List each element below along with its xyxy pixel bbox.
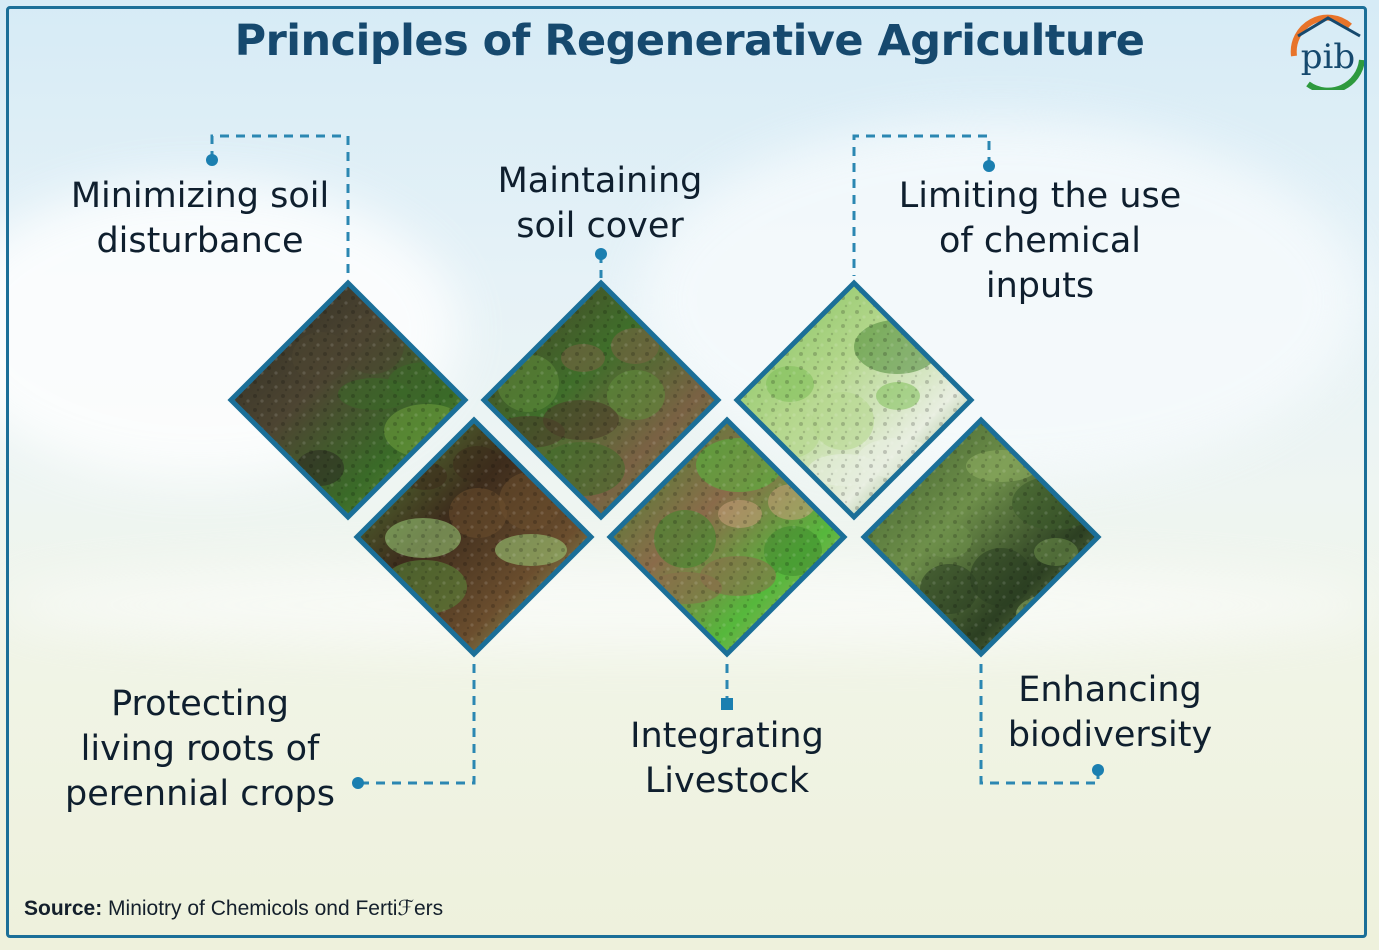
logo-arc-green [1306, 59, 1365, 90]
connector-enhancing-biodiversity [979, 664, 1100, 785]
tile-border [480, 279, 722, 521]
tile-border [353, 416, 595, 658]
connector-dot [352, 777, 364, 789]
connector-limiting-chemical-inputs [852, 134, 991, 276]
connector-dot [595, 248, 607, 260]
tile-border [733, 279, 975, 521]
source-note: Source: Miniotry of Chemicols ond Fertiℱ… [24, 896, 443, 921]
connector-minimizing-soil-disturbance [210, 134, 350, 276]
tile-border [860, 416, 1102, 658]
photo-texture [246, 306, 290, 334]
photo-tile-limiting-chemical-inputs [733, 279, 975, 521]
source-text: Miniotry of Chemicols ond Fertiℱers [108, 897, 444, 920]
connector-dot [983, 160, 995, 172]
tile-border [227, 279, 469, 521]
logo-arc-saffron [1290, 14, 1352, 57]
connector-dot [206, 154, 218, 166]
logo-roof [1297, 16, 1361, 38]
connector-dot [1092, 764, 1104, 776]
logo-text: pib [1301, 37, 1355, 77]
source-label: Source: [24, 897, 103, 920]
pib-logo: pib [1290, 14, 1365, 90]
connector-dot [721, 698, 733, 710]
connector-protecting-living-roots [358, 664, 476, 785]
tile-border [606, 416, 848, 658]
page-title: Principles of Regenerative Agriculture [234, 16, 1145, 66]
